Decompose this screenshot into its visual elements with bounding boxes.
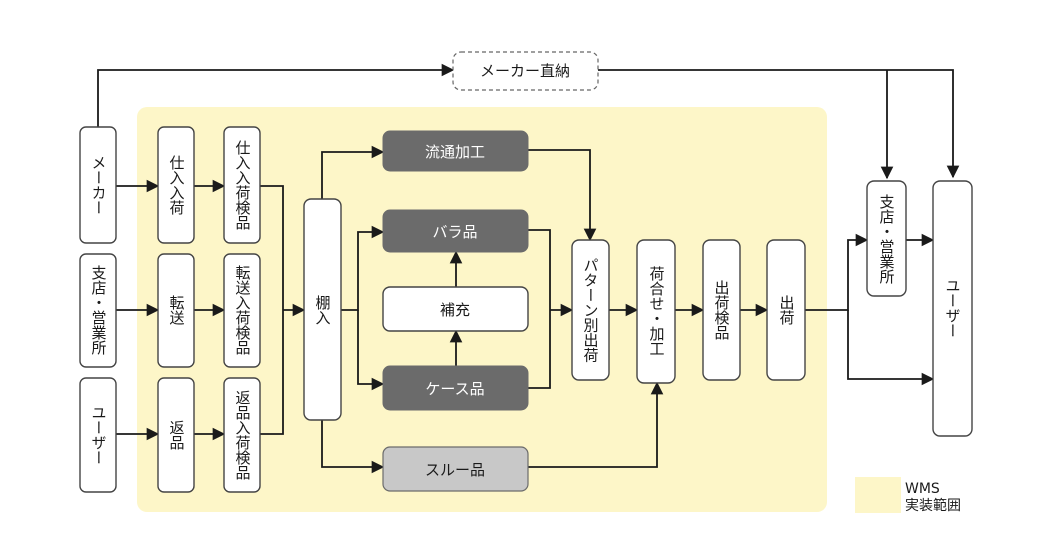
node-returns-label: 返品 [168, 420, 186, 450]
node-replenish: 補充 [382, 286, 529, 332]
node-user-right: ユーザー [932, 180, 973, 437]
node-piece-item: バラ品 [382, 209, 529, 253]
node-replenish-label: 補充 [440, 301, 470, 319]
node-through-item: スルー品 [382, 446, 529, 492]
node-user-left-label: ユーザー [90, 405, 108, 465]
node-user-left: ユーザー [79, 377, 117, 493]
legend-line1: WMS [905, 481, 940, 497]
node-transfer: 転送 [157, 253, 195, 368]
node-return-inspect-label: 返品入荷検品 [234, 390, 252, 480]
connectors [97, 63, 960, 474]
node-return-inspect: 返品入荷検品 [223, 377, 261, 493]
node-branch-left-label: 支店・営業所 [90, 265, 108, 355]
node-returns: 返品 [157, 377, 195, 493]
node-ship-inspect: 出荷検品 [702, 239, 741, 381]
node-maker: メーカー [79, 126, 117, 244]
node-transfer-inspect: 転送入荷検品 [223, 253, 261, 368]
node-pattern-picking: パターン別出荷 [571, 239, 610, 381]
node-transfer-label: 転送 [168, 295, 186, 326]
node-purchase-in: 仕入入荷 [157, 126, 195, 244]
node-piece-item-label: バラ品 [432, 223, 477, 241]
node-shipping-label: 出荷 [778, 295, 796, 326]
node-case-item: ケース品 [382, 365, 529, 411]
node-purchase-inspect-label: 仕入入荷検品 [234, 140, 252, 230]
node-maker-label: メーカー [90, 155, 108, 215]
legend-swatch [855, 477, 901, 513]
node-put-away: 棚入 [303, 198, 342, 421]
node-ship-inspect-label: 出荷検品 [713, 280, 731, 340]
node-case-item-label: ケース品 [425, 380, 484, 398]
node-branch-right: 支店・営業所 [866, 180, 907, 297]
node-purchase-in-label: 仕入入荷 [168, 155, 186, 216]
node-pack-process: 荷合せ・加工 [636, 239, 676, 384]
node-maker-direct-label: メーカー直納 [480, 62, 570, 80]
node-user-right-label: ユーザー [944, 278, 962, 338]
node-branch-left: 支店・営業所 [79, 253, 117, 368]
node-distribution-processing-label: 流通加工 [425, 143, 485, 161]
node-branch-right-label: 支店・営業所 [878, 194, 896, 284]
legend: WMS 実装範囲 [855, 477, 961, 514]
node-through-item-label: スルー品 [425, 461, 485, 479]
legend-line2: 実装範囲 [905, 497, 961, 514]
node-transfer-inspect-label: 転送入荷検品 [234, 265, 252, 355]
node-purchase-inspect: 仕入入荷検品 [223, 126, 261, 244]
node-put-away-label: 棚入 [314, 295, 332, 325]
node-shipping: 出荷 [766, 239, 806, 381]
node-maker-direct: メーカー直納 [452, 51, 599, 91]
node-pattern-picking-label: パターン別出荷 [582, 258, 600, 364]
node-pack-process-label: 荷合せ・加工 [648, 266, 666, 356]
node-distribution-processing: 流通加工 [382, 130, 529, 172]
